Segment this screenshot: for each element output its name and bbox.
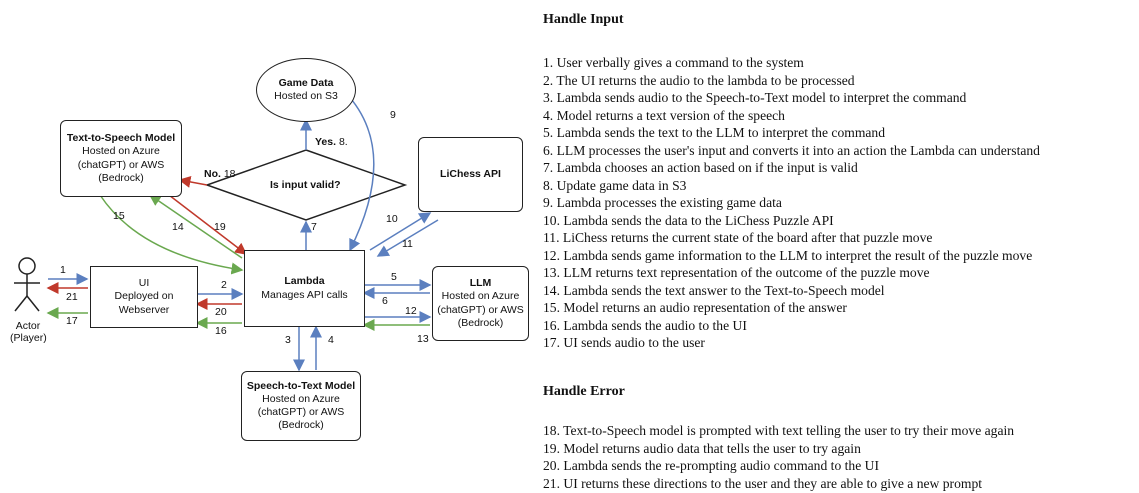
step-item: 4. Model returns a text version of the s… — [543, 107, 785, 123]
edge-11-label: 11 — [402, 238, 413, 250]
lichess-title: LiChess API — [440, 167, 501, 180]
edge-19 — [164, 191, 248, 255]
step-item: 13. LLM returns text representation of t… — [543, 265, 930, 280]
edge-19-label: 19 — [214, 221, 226, 233]
handle-input-heading: Handle Input — [543, 12, 624, 27]
stt-node: Speech-to-Text Model Hosted on Azure (ch… — [241, 371, 361, 441]
actor-figure — [14, 257, 40, 312]
edge-10 — [369, 212, 432, 251]
edge-3-label: 3 — [285, 334, 291, 346]
step-item: 3. Lambda sends audio to the Speech-to-T… — [543, 90, 967, 105]
yes-label: Yes. 8. — [315, 136, 348, 148]
step-item: 21. UI returns these directions to the u… — [543, 475, 983, 491]
decision-diamond — [204, 149, 408, 221]
stt-title: Speech-to-Text Model — [246, 379, 356, 392]
edge-7-label: 7 — [311, 221, 317, 233]
edge-2-label: 2 — [221, 279, 227, 291]
edge-6-label: 6 — [382, 295, 388, 307]
step-item: 20. Lambda sends the re-prompting audio … — [543, 458, 879, 473]
game-data-title: Game Data — [278, 76, 334, 89]
tts-node: Text-to-Speech Model Hosted on Azure (ch… — [60, 120, 182, 197]
lichess-node: LiChess API — [418, 137, 523, 212]
edge-17-label: 17 — [66, 315, 78, 327]
step-item: 17. UI sends audio to the user — [543, 335, 705, 350]
edge-1-label: 1 — [60, 264, 66, 276]
edge-8-label: 8. — [338, 136, 348, 148]
step-item: 14. Lambda sends the text answer to the … — [543, 282, 885, 298]
step-item: 19. Model returns audio data that tells … — [543, 440, 861, 456]
edge-10-label: 10 — [386, 213, 398, 225]
edge-4-label: 4 — [328, 334, 334, 346]
step-item: 15. Model returns an audio representatio… — [543, 300, 847, 315]
step-item: 7. Lambda chooses an action based on if … — [543, 160, 858, 175]
handle-input-list: 1. User verbally gives a command to the … — [543, 54, 1040, 352]
llm-title: LLM — [469, 277, 492, 290]
ui-title: UI — [138, 277, 150, 290]
lambda-sub: Manages API calls — [261, 288, 348, 301]
step-item: 9. Lambda processes the existing game da… — [543, 195, 782, 210]
step-item: 11. LiChess returns the current state of… — [543, 230, 933, 245]
edge-18 — [178, 176, 208, 188]
edge-14-label: 14 — [172, 221, 184, 233]
decision-label: Is input valid? — [270, 179, 341, 191]
no-text: No. — [204, 168, 221, 180]
ui-node: UI Deployed on Webserver — [90, 266, 198, 328]
edge-15-label: 15 — [113, 210, 125, 222]
step-item: 1. User verbally gives a command to the … — [543, 55, 804, 70]
actor-label: Actor (Player) — [10, 320, 47, 344]
no-label: No. 18 — [204, 168, 236, 180]
ui-sub: Deployed on Webserver — [114, 290, 174, 316]
stt-sub: Hosted on Azure (chatGPT) or AWS (Bedroc… — [257, 392, 345, 432]
actor-label-2: (Player) — [10, 332, 47, 344]
step-item: 16. Lambda sends the audio to the UI — [543, 317, 747, 333]
edge-12-label: 12 — [405, 305, 417, 317]
step-item: 5. Lambda sends the text to the LLM to i… — [543, 125, 886, 140]
lambda-node: Lambda Manages API calls — [244, 250, 365, 327]
llm-sub: Hosted on Azure (chatGPT) or AWS (Bedroc… — [437, 290, 524, 329]
step-item: 10. Lambda sends the data to the LiChess… — [543, 212, 834, 228]
step-item: 8. Update game data in S3 — [543, 177, 687, 193]
step-item: 6. LLM processes the user's input and co… — [543, 142, 1040, 158]
edge-5-label: 5 — [391, 271, 397, 283]
diagram-arrows — [14, 91, 439, 372]
architecture-diagram: Game Data Hosted on S3 Text-to-Speech Mo… — [0, 0, 560, 493]
handle-error-list: 18. Text-to-Speech model is prompted wit… — [543, 422, 1014, 492]
lambda-title: Lambda — [284, 275, 325, 288]
edge-18-label: 18 — [223, 168, 236, 180]
edge-16-label: 16 — [215, 325, 227, 337]
edge-9-label: 9 — [390, 109, 396, 121]
step-item: 12. Lambda sends game information to the… — [543, 247, 1033, 263]
edge-9 — [344, 91, 375, 252]
handle-error-heading: Handle Error — [543, 384, 625, 399]
edge-11 — [376, 219, 439, 257]
edge-20-label: 20 — [215, 306, 227, 318]
edge-15 — [99, 194, 244, 275]
step-item: 2. The UI returns the audio to the lambd… — [543, 72, 855, 88]
edge-13-label: 13 — [417, 333, 429, 345]
llm-node: LLM Hosted on Azure (chatGPT) or AWS (Be… — [432, 266, 529, 341]
tts-title: Text-to-Speech Model — [66, 132, 176, 145]
tts-sub: Hosted on Azure (chatGPT) or AWS (Bedroc… — [77, 145, 165, 184]
yes-text: Yes. — [315, 136, 337, 148]
edge-14 — [148, 194, 243, 259]
game-data-sub: Hosted on S3 — [274, 90, 338, 102]
edge-21-label: 21 — [66, 291, 78, 303]
game-data-node: Game Data Hosted on S3 — [256, 58, 356, 122]
step-item: 18. Text-to-Speech model is prompted wit… — [543, 423, 1015, 438]
actor-label-1: Actor — [15, 320, 41, 332]
